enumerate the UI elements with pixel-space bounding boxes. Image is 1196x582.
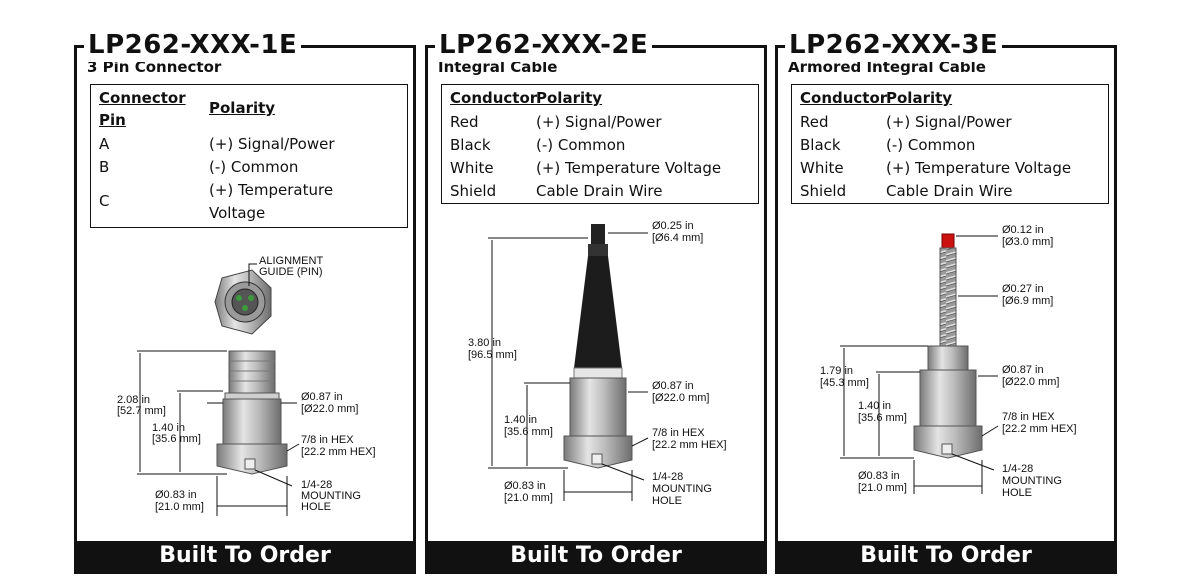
svg-text:[35.6 mm]: [35.6 mm]: [504, 426, 553, 438]
svg-text:7/8 in HEX: 7/8 in HEX: [301, 434, 354, 446]
svg-text:MOUNTING: MOUNTING: [652, 483, 712, 495]
svg-text:ALIGNMENT: ALIGNMENT: [259, 255, 323, 267]
svg-text:[22.2 mm HEX]: [22.2 mm HEX]: [1002, 423, 1077, 435]
panel-title-3e: LP262-XXX-3E: [785, 30, 1003, 62]
svg-text:HOLE: HOLE: [1002, 487, 1032, 499]
svg-text:HOLE: HOLE: [652, 495, 682, 507]
svg-text:Ø0.12 in: Ø0.12 in: [1002, 224, 1044, 236]
svg-text:[Ø6.9 mm]: [Ø6.9 mm]: [1002, 295, 1053, 307]
col-header-conductor: Conductor: [800, 89, 888, 107]
svg-text:[22.2 mm HEX]: [22.2 mm HEX]: [652, 439, 727, 451]
sensor-drawing-1e: ALIGNMENT GUIDE (PIN) 2.08 in [52.7 mm] …: [117, 255, 376, 516]
svg-text:[52.7 mm]: [52.7 mm]: [117, 405, 166, 417]
svg-text:[22.2 mm HEX]: [22.2 mm HEX]: [301, 446, 376, 458]
armored-cable: [927, 233, 969, 371]
svg-text:2.08 in: 2.08 in: [117, 394, 150, 406]
svg-text:[21.0 mm]: [21.0 mm]: [858, 482, 907, 494]
svg-text:Ø0.87 in: Ø0.87 in: [652, 380, 694, 392]
svg-text:[45.3 mm]: [45.3 mm]: [820, 377, 869, 389]
svg-text:Ø0.27 in: Ø0.27 in: [1002, 283, 1044, 295]
svg-text:Ø0.87 in: Ø0.87 in: [301, 391, 343, 403]
svg-text:MOUNTING: MOUNTING: [1002, 475, 1062, 487]
svg-text:[Ø6.4 mm]: [Ø6.4 mm]: [652, 232, 703, 244]
panel-subtitle: 3 Pin Connector: [87, 58, 222, 76]
connector-end-view: [214, 269, 272, 335]
svg-text:[Ø22.0 mm]: [Ø22.0 mm]: [1002, 376, 1059, 388]
svg-text:7/8 in HEX: 7/8 in HEX: [652, 427, 705, 439]
svg-text:1/4-28: 1/4-28: [652, 471, 683, 483]
svg-text:Ø0.87 in: Ø0.87 in: [1002, 364, 1044, 376]
sensor-drawing-3e: Ø0.12 in [Ø3.0 mm] Ø0.27 in [Ø6.9 mm] 1.…: [820, 224, 1077, 499]
svg-text:[35.6 mm]: [35.6 mm]: [152, 433, 201, 445]
svg-text:1/4-28: 1/4-28: [1002, 463, 1033, 475]
panel-subtitle: Armored Integral Cable: [788, 58, 986, 76]
panel-subtitle: Integral Cable: [438, 58, 558, 76]
svg-text:[Ø22.0 mm]: [Ø22.0 mm]: [301, 403, 358, 415]
svg-text:GUIDE (PIN): GUIDE (PIN): [259, 266, 323, 278]
svg-text:1/4-28: 1/4-28: [301, 479, 332, 491]
svg-text:[21.0 mm]: [21.0 mm]: [155, 501, 204, 513]
col-header-polarity: Polarity: [209, 99, 276, 117]
svg-text:[96.5 mm]: [96.5 mm]: [468, 349, 517, 361]
col-header-pin: Pin: [99, 111, 126, 129]
svg-text:3.80 in: 3.80 in: [468, 337, 501, 349]
col-header-polarity: Polarity: [536, 89, 603, 107]
svg-text:1.40 in: 1.40 in: [152, 422, 185, 434]
svg-text:MOUNTING: MOUNTING: [301, 490, 361, 502]
svg-text:[35.6 mm]: [35.6 mm]: [858, 412, 907, 424]
svg-text:[21.0 mm]: [21.0 mm]: [504, 492, 553, 504]
svg-text:Ø0.83 in: Ø0.83 in: [858, 470, 900, 482]
sensor-drawing-2e: Ø0.25 in [Ø6.4 mm] 3.80 in [96.5 mm] 1.4…: [468, 220, 727, 507]
svg-text:[Ø22.0 mm]: [Ø22.0 mm]: [652, 392, 709, 404]
svg-text:1.40 in: 1.40 in: [504, 414, 537, 426]
integral-cable: [573, 224, 623, 379]
svg-text:1.79 in: 1.79 in: [820, 365, 853, 377]
col-header-connector: Connector: [99, 89, 186, 107]
footer-built-to-order: Built To Order: [428, 541, 764, 571]
panel-title-2e: LP262-XXX-2E: [435, 30, 653, 62]
panel-title-1e: LP262-XXX-1E: [84, 30, 302, 62]
svg-text:Ø0.83 in: Ø0.83 in: [155, 489, 197, 501]
svg-text:1.40 in: 1.40 in: [858, 400, 891, 412]
sensor-body: [563, 377, 633, 469]
col-header-conductor: Conductor: [450, 89, 538, 107]
footer-built-to-order: Built To Order: [778, 541, 1114, 571]
svg-text:7/8 in HEX: 7/8 in HEX: [1002, 411, 1055, 423]
footer-built-to-order: Built To Order: [77, 541, 413, 571]
svg-text:[Ø3.0 mm]: [Ø3.0 mm]: [1002, 236, 1053, 248]
pin-table: Connector Pin Polarity A(+) Signal/Power…: [90, 84, 408, 228]
svg-text:HOLE: HOLE: [301, 501, 331, 513]
svg-text:Ø0.25 in: Ø0.25 in: [652, 220, 694, 232]
col-header-polarity: Polarity: [886, 89, 953, 107]
sensor-body: [913, 369, 983, 459]
sensor-body: [216, 350, 288, 475]
panel-1e: 3 Pin Connector Connector Pin Polarity A…: [74, 46, 416, 574]
svg-text:Ø0.83 in: Ø0.83 in: [504, 480, 546, 492]
